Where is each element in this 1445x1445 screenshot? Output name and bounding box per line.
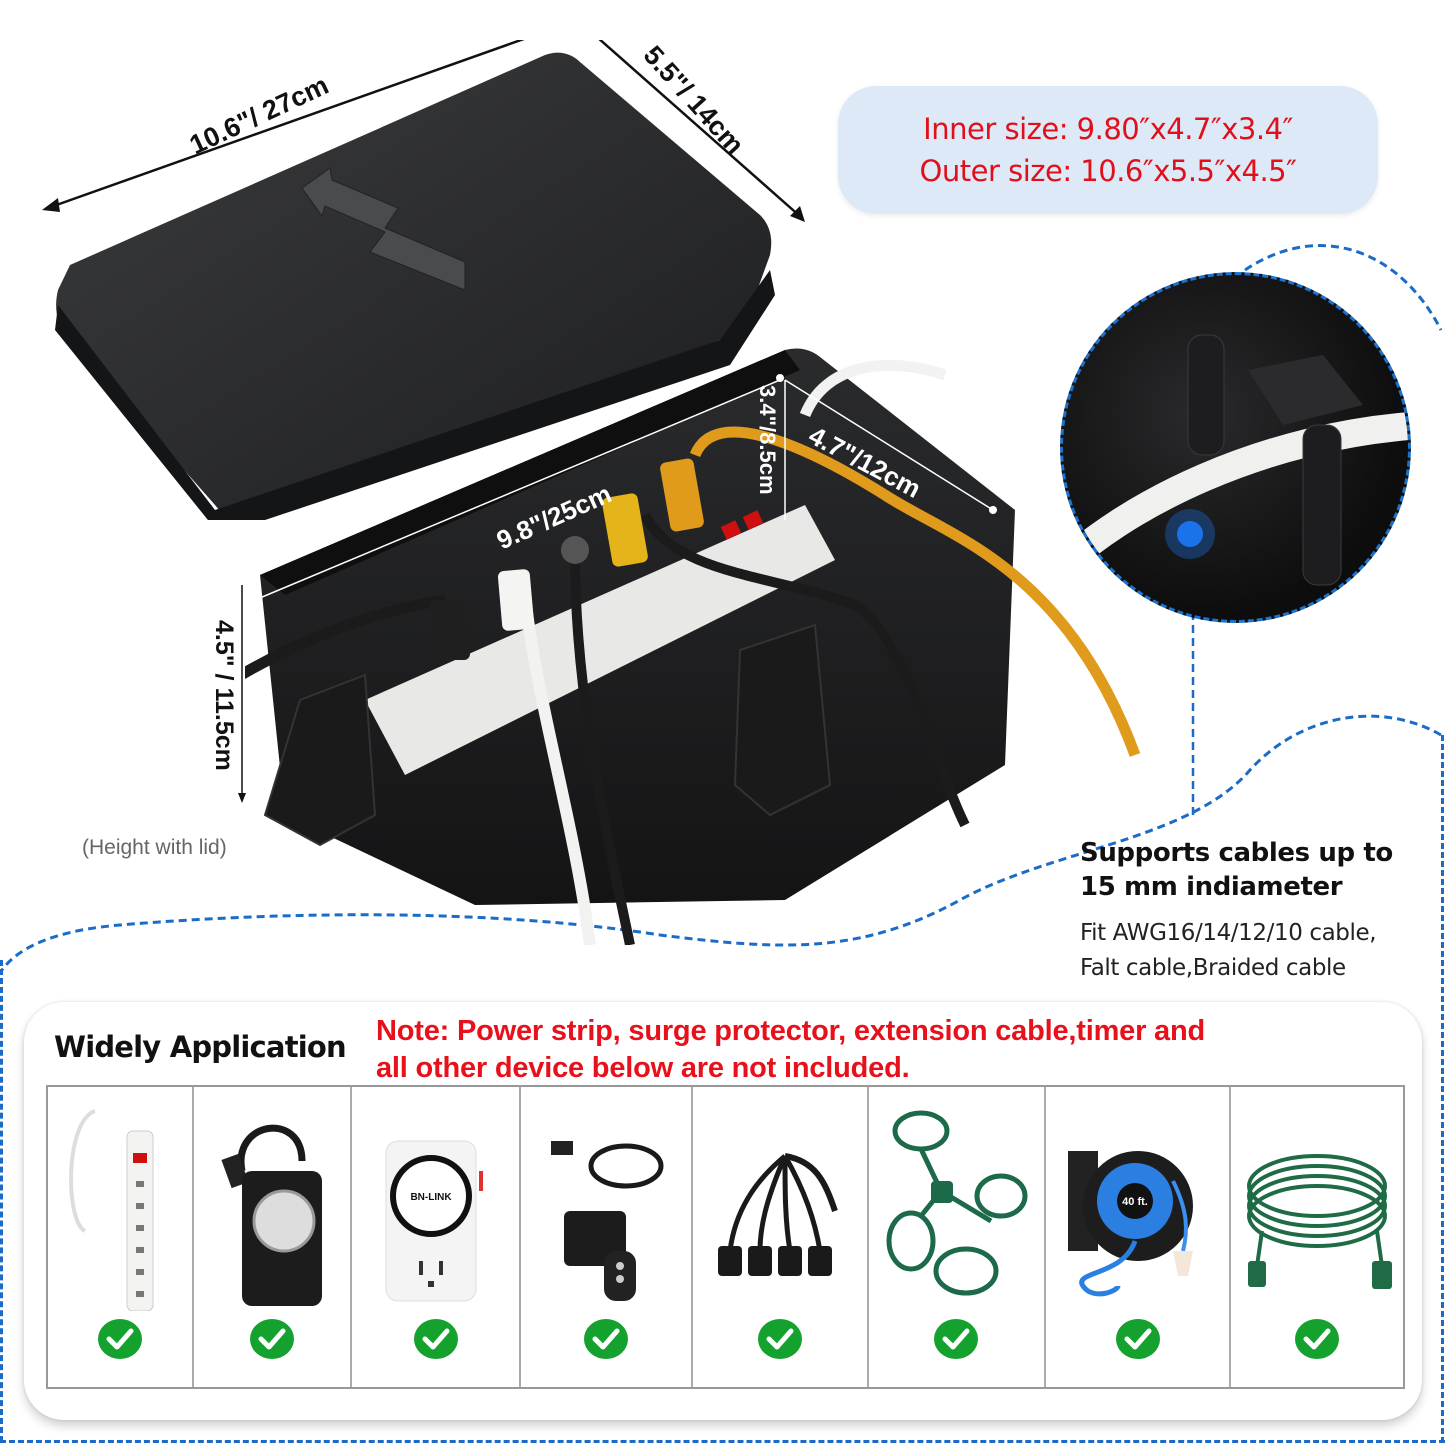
- green-extension-cord-icon: [1247, 1154, 1393, 1289]
- application-grid: BN-LINK: [46, 1085, 1405, 1389]
- application-item-multi-outlet-extension: [869, 1087, 1047, 1387]
- detail-pointer-dot: [1177, 521, 1203, 547]
- height-note: (Height with lid): [82, 836, 227, 859]
- outdoor-timer-icon: [221, 1124, 322, 1306]
- cable-support-sub-line2: Falt cable,Braided cable: [1080, 955, 1346, 981]
- application-item-power-strip: [48, 1087, 194, 1387]
- cable-support-sub-line1: Fit AWG16/14/12/10 cable,: [1080, 920, 1377, 946]
- open-box-image: [245, 348, 1141, 945]
- dashed-border-right: [1441, 735, 1444, 1443]
- check-icon: [413, 1319, 458, 1359]
- application-item-splitter-cord: [693, 1087, 869, 1387]
- grommet-detail-drawing: [1063, 334, 1408, 586]
- check-icon: [1295, 1319, 1340, 1359]
- application-item-green-extension-cord: [1231, 1087, 1405, 1387]
- mechanical-timer-icon: BN-LINK: [385, 1140, 483, 1302]
- application-note: Note: Power strip, surge protector, exte…: [376, 1013, 1205, 1087]
- outer-height-label: 4.5" / 11.5cm: [210, 620, 238, 771]
- check-icon: [934, 1319, 979, 1359]
- inner-size-text: Inner size: 9.80″x4.7″x3.4″: [923, 112, 1293, 146]
- svg-text:40 ft.: 40 ft.: [1122, 1196, 1148, 1208]
- application-note-line2: all other device below are not included.: [376, 1052, 910, 1084]
- multi-outlet-extension-icon: [886, 1110, 1028, 1296]
- height-arrow: [238, 585, 246, 803]
- remote-outlet-icon: [551, 1141, 664, 1301]
- check-icon: [584, 1319, 629, 1359]
- dashed-border-left: [0, 960, 3, 1442]
- outer-size-text: Outer size: 10.6″x5.5″x4.5″: [919, 154, 1297, 188]
- cord-reel-icon: 40 ft.: [1067, 1151, 1193, 1297]
- power-strip-icon: [69, 1109, 154, 1311]
- application-item-cord-reel: 40 ft.: [1046, 1087, 1232, 1387]
- application-item-mechanical-timer: BN-LINK: [352, 1087, 522, 1387]
- cable-grommet-detail-image: [1060, 272, 1411, 623]
- check-icon: [1115, 1319, 1160, 1359]
- inner-height-label: 3.4"/8.5cm: [755, 385, 780, 495]
- cable-support-subtitle: Fit AWG16/14/12/10 cable, Falt cable,Bra…: [1080, 916, 1377, 986]
- check-icon: [97, 1319, 142, 1359]
- cable-support-title-line1: Supports cables up to: [1080, 838, 1393, 868]
- application-note-line1: Note: Power strip, surge protector, exte…: [376, 1015, 1205, 1047]
- svg-text:BN-LINK: BN-LINK: [410, 1192, 452, 1203]
- dashed-border-bottom: [0, 1440, 1445, 1443]
- splitter-cord-icon: [717, 1153, 838, 1276]
- check-icon: [249, 1319, 294, 1359]
- cable-support-title-line2: 15 mm indiameter: [1080, 872, 1343, 902]
- cable-support-title: Supports cables up to 15 mm indiameter: [1080, 836, 1393, 904]
- application-item-remote-outlet: [521, 1087, 693, 1387]
- application-title: Widely Application: [54, 1030, 347, 1064]
- lid-image: [42, 40, 805, 520]
- application-item-outdoor-timer: [194, 1087, 352, 1387]
- size-spec-box: Inner size: 9.80″x4.7″x3.4″ Outer size: …: [838, 86, 1378, 214]
- check-icon: [757, 1319, 802, 1359]
